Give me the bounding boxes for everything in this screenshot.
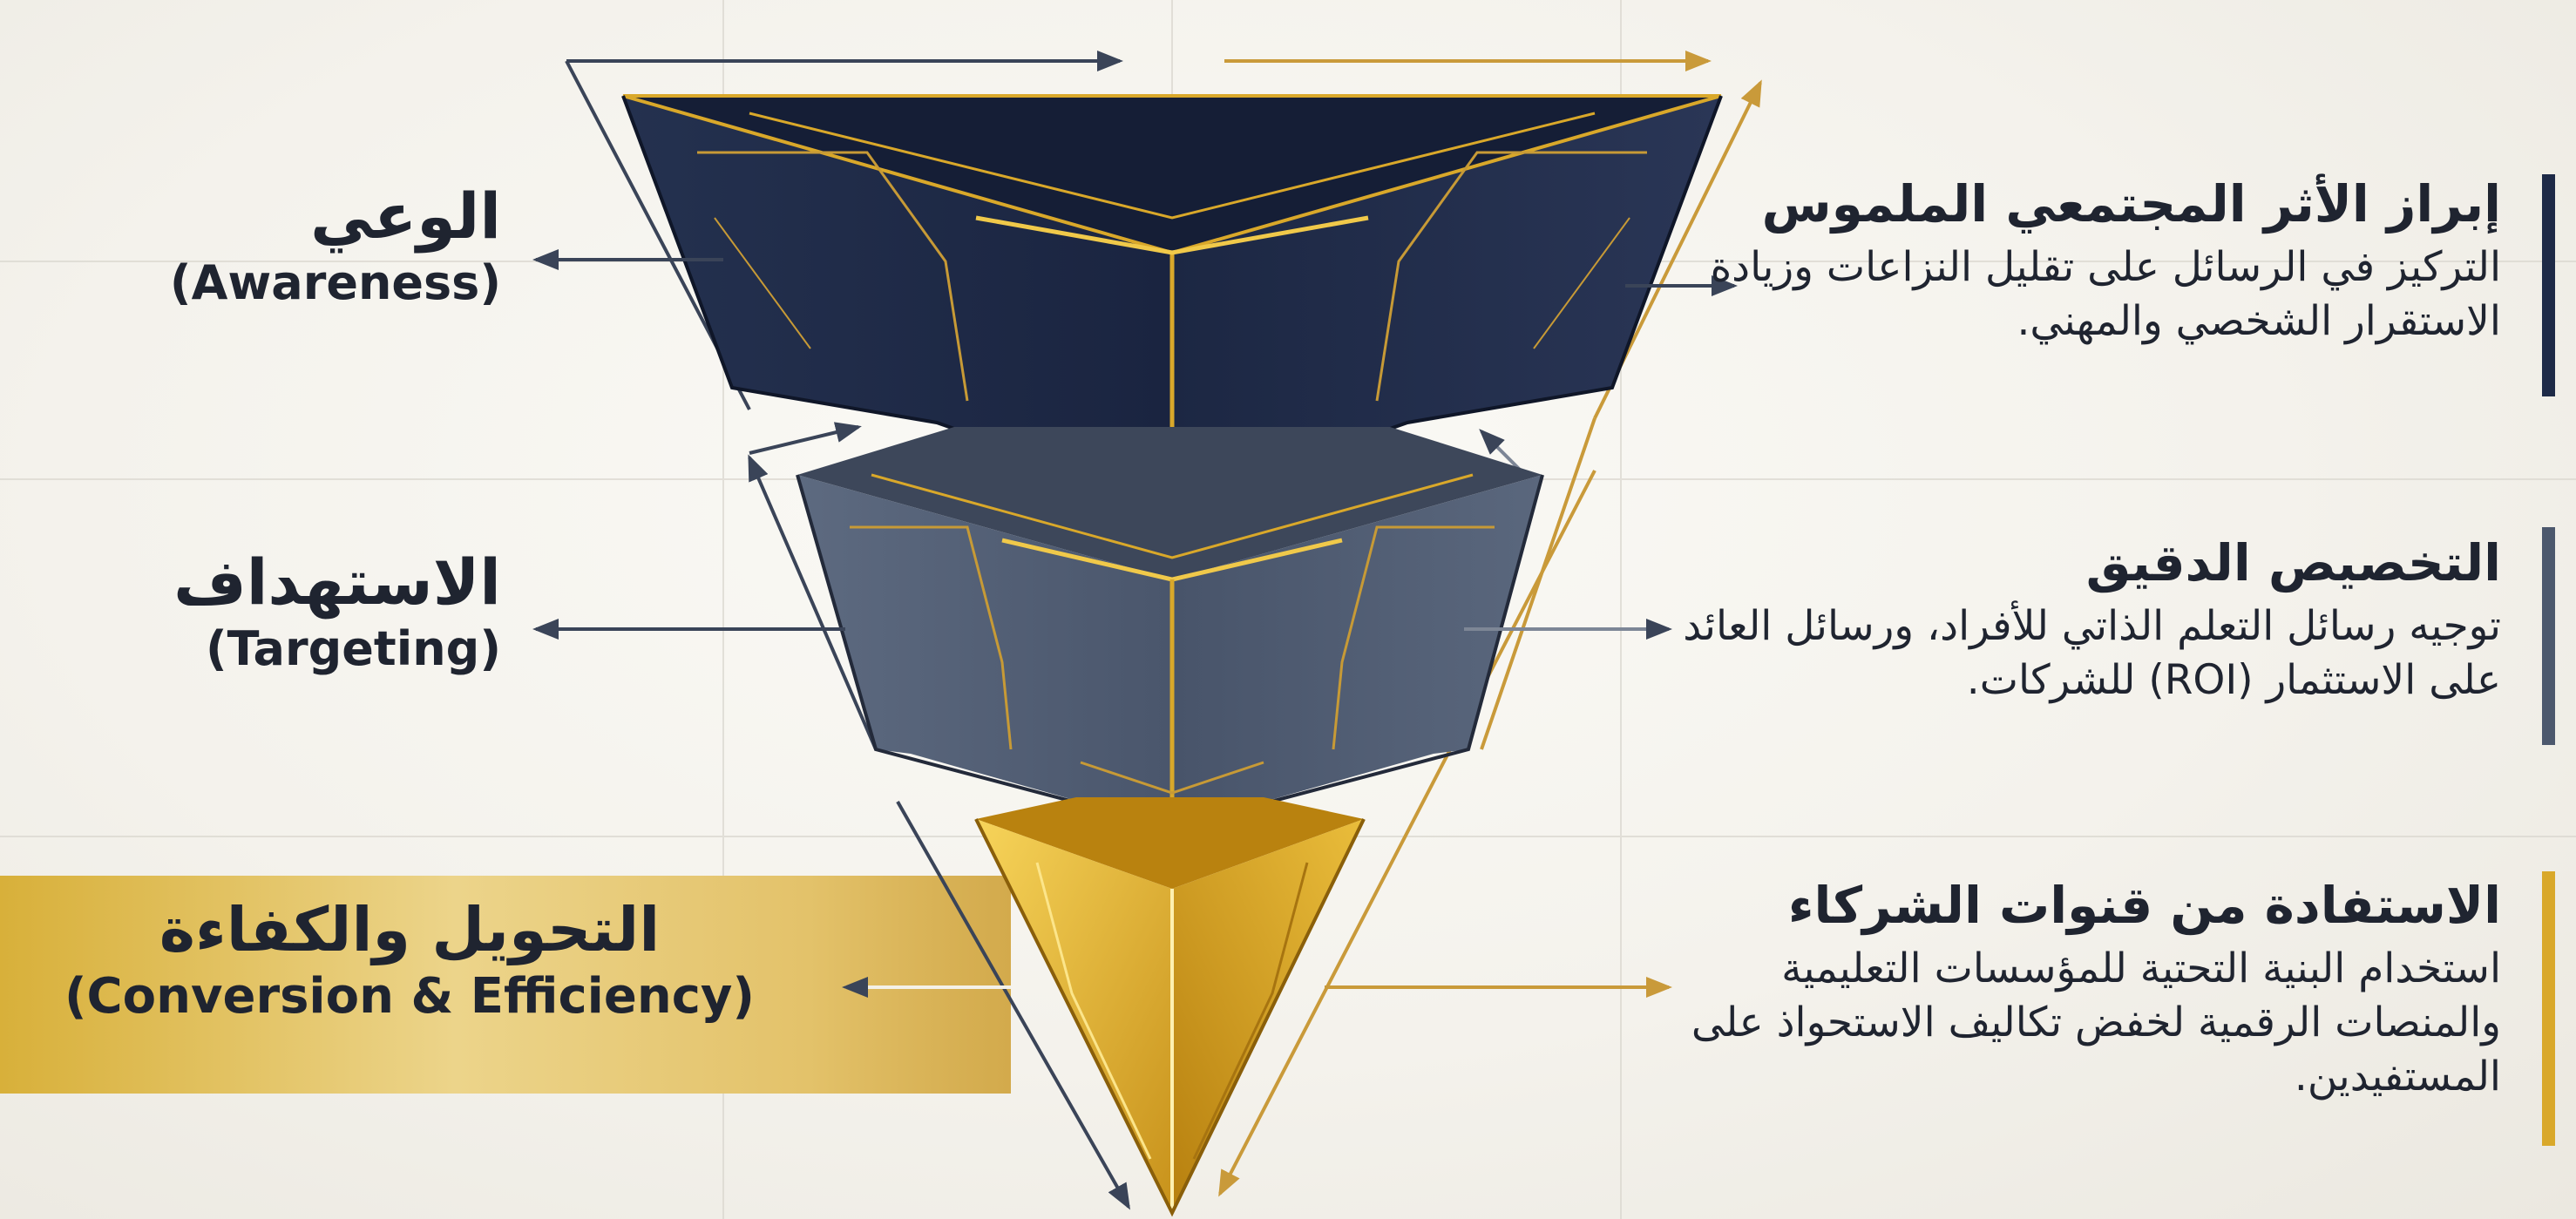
- right-benefit-arrows: [1325, 275, 1738, 998]
- benefit-precise-personalization: التخصيص الدقيق توجيه رسائل التعلم الذاتي…: [1682, 533, 2501, 708]
- stage-conversion-subtitle: (Conversion & Efficiency): [64, 968, 756, 1025]
- benefit-partner-channels: الاستفادة من قنوات الشركاء استخدام البني…: [1682, 876, 2501, 1104]
- funnel-layer-targeting: [796, 427, 1544, 830]
- benefit-precise-personalization-body: توجيه رسائل التعلم الذاتي للأفراد، ورسائ…: [1683, 601, 2501, 704]
- stage-targeting-label: الاستهداف (Targeting): [17, 545, 501, 679]
- stage-conversion-title: التحويل والكفاءة: [159, 894, 661, 965]
- stage-awareness-title: الوعي: [310, 179, 501, 253]
- benefit-accent-bar-gold: [2542, 871, 2555, 1146]
- stage-awareness-subtitle: (Awareness): [169, 255, 501, 311]
- benefit-community-impact: إبراز الأثر المجتمعي الملموس التركيز في …: [1682, 174, 2501, 349]
- benefit-accent-bar-navy: [2542, 174, 2555, 396]
- benefit-partner-channels-title: الاستفادة من قنوات الشركاء: [1787, 876, 2501, 935]
- benefit-community-impact-title: إبراز الأثر المجتمعي الملموس: [1761, 174, 2501, 234]
- left-stage-arrows: [532, 249, 1011, 998]
- stage-awareness-label: الوعي (Awareness): [17, 179, 501, 313]
- benefit-precise-personalization-title: التخصيص الدقيق: [2085, 533, 2501, 593]
- stage-targeting-title: الاستهداف: [173, 545, 501, 619]
- funnel-layer-conversion: [974, 797, 1366, 1217]
- benefit-accent-bar-slate: [2542, 527, 2555, 745]
- stage-targeting-subtitle: (Targeting): [205, 621, 501, 677]
- benefit-partner-channels-body: استخدام البنية التحتية للمؤسسات التعليمي…: [1691, 944, 2501, 1100]
- stage-conversion-label: التحويل والكفاءة (Conversion & Efficienc…: [17, 893, 802, 1027]
- benefit-community-impact-body: التركيز في الرسائل على تقليل النزاعات وز…: [1710, 242, 2501, 345]
